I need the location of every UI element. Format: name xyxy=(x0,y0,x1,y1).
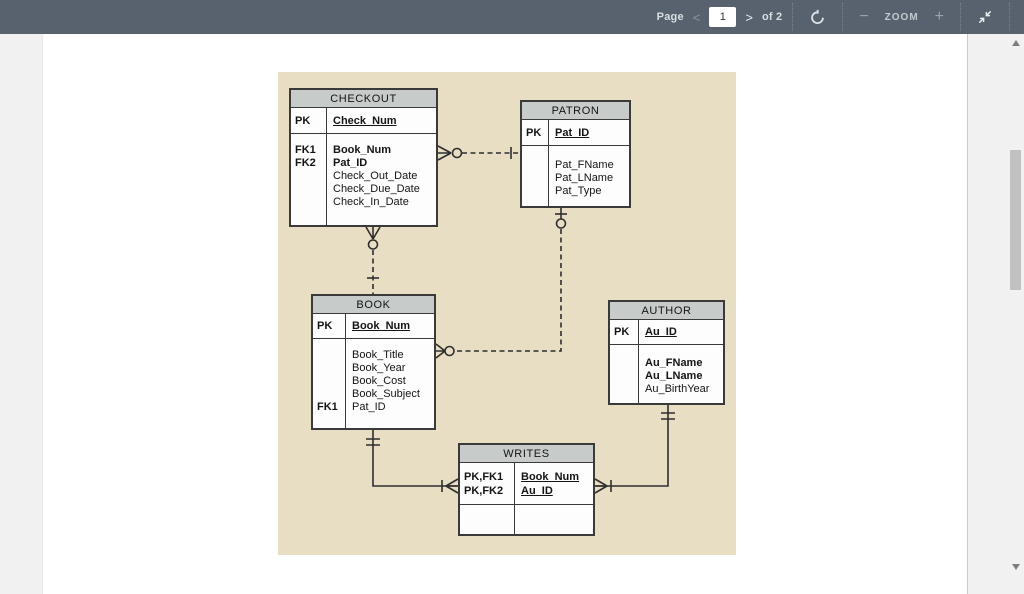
entity-author-pk-row: PK Au_ID xyxy=(610,320,723,345)
page-count-label: of 2 xyxy=(761,11,783,23)
pdf-toolbar: Page < > of 2 − ZOOM + xyxy=(0,0,1024,34)
entity-checkout-attributes: FK1 FK2 Book_Num Pat_ID Check_Out_Date C… xyxy=(291,134,436,225)
entity-book-title: BOOK xyxy=(313,296,434,314)
attribute: Pat_ID xyxy=(352,401,386,413)
entity-writes: WRITES PK,FK1 PK,FK2 Book_Num Au_ID xyxy=(458,443,595,536)
attribute: Au_FName xyxy=(645,357,703,369)
zoom-label: ZOOM xyxy=(884,11,919,23)
entity-author-title: AUTHOR xyxy=(610,302,723,320)
rotate-icon xyxy=(811,9,825,24)
entity-writes-title: WRITES xyxy=(460,445,593,463)
entity-book-attributes: FK1 Book_Title Book_Year Book_Cost Book_… xyxy=(313,339,434,428)
entity-checkout-pk-row: PK Check_Num xyxy=(291,108,436,134)
chevron-right-icon: > xyxy=(745,9,753,25)
entity-checkout-title: CHECKOUT xyxy=(291,90,436,108)
attribute: Pat_LName xyxy=(555,172,614,184)
page-number-input[interactable] xyxy=(709,7,737,27)
entity-author-attributes: Au_FName Au_LName Au_BirthYear xyxy=(610,345,723,403)
entity-patron: PATRON PK Pat_ID Pat_FName Pat_LName Pat… xyxy=(520,100,631,208)
entity-writes-empty-row xyxy=(460,505,593,534)
attribute: Au_BirthYear xyxy=(645,383,710,395)
attribute: Pat_ID xyxy=(333,157,368,169)
attribute: Book_Num xyxy=(333,144,392,156)
attribute: Check_In_Date xyxy=(333,196,409,208)
scroll-down-button[interactable] xyxy=(1012,564,1020,570)
attribute: Book_Subject xyxy=(352,388,420,400)
attribute: Au_LName xyxy=(645,370,703,382)
scroll-up-button[interactable] xyxy=(1012,40,1020,46)
attribute: Book_Title xyxy=(352,349,404,361)
attribute: Check_Out_Date xyxy=(333,170,418,182)
pk-fk-label: PK,FK2 xyxy=(464,485,504,497)
entity-writes-pk-rows: PK,FK1 PK,FK2 Book_Num Au_ID xyxy=(460,463,593,505)
page-next-button[interactable]: > xyxy=(736,10,762,25)
attribute: Book_Cost xyxy=(352,375,406,387)
pk-label: PK xyxy=(610,320,639,344)
scrollbar-thumb[interactable] xyxy=(1010,150,1021,290)
collapse-icon xyxy=(979,11,991,23)
minus-icon: − xyxy=(859,8,869,25)
page-prev-button[interactable]: < xyxy=(684,10,710,25)
attribute: Pat_Type xyxy=(555,185,602,197)
chevron-left-icon: < xyxy=(692,9,701,25)
er-diagram-panel: CHECKOUT PK Check_Num FK1 FK2 Book_Num P… xyxy=(278,72,736,555)
er-connectors xyxy=(365,145,675,494)
attribute: Check_Due_Date xyxy=(333,183,420,195)
entity-checkout: CHECKOUT PK Check_Num FK1 FK2 Book_Num P… xyxy=(289,88,438,227)
attribute: Pat_FName xyxy=(555,159,614,171)
entity-book-pk-row: PK Book_Num xyxy=(313,314,434,339)
collapse-button[interactable] xyxy=(971,9,999,25)
zoom-out-button[interactable]: − xyxy=(853,9,874,25)
pk-attribute: Pat_ID xyxy=(555,126,590,139)
fk-label: FK2 xyxy=(295,157,316,169)
pk-label: PK xyxy=(313,314,346,338)
entity-patron-attributes: Pat_FName Pat_LName Pat_Type xyxy=(522,146,629,206)
pk-attribute: Book_Num xyxy=(352,320,411,332)
document-page: CHECKOUT PK Check_Num FK1 FK2 Book_Num P… xyxy=(42,34,968,594)
entity-book: BOOK PK Book_Num FK1 Book_Title Book_Yea… xyxy=(311,294,436,430)
attribute: Book_Year xyxy=(352,362,406,374)
pk-attribute: Au_ID xyxy=(645,326,677,338)
page-label: Page xyxy=(656,11,684,23)
rotate-button[interactable] xyxy=(803,9,832,26)
toolbar-separator xyxy=(1009,3,1010,31)
pk-attribute: Au_ID xyxy=(521,485,553,497)
pk-label: PK xyxy=(291,108,327,133)
pk-fk-label: PK,FK1 xyxy=(464,471,504,483)
entity-patron-title: PATRON xyxy=(522,102,629,120)
entity-patron-pk-row: PK Pat_ID xyxy=(522,120,629,146)
pk-label: PK xyxy=(522,120,549,145)
zoom-in-button[interactable]: + xyxy=(929,9,950,25)
plus-icon: + xyxy=(934,8,944,25)
fk-label: FK1 xyxy=(317,401,338,413)
toolbar-separator xyxy=(960,3,961,31)
document-viewport: CHECKOUT PK Check_Num FK1 FK2 Book_Num P… xyxy=(0,34,1024,594)
toolbar-separator xyxy=(842,3,844,31)
pk-attribute: Check_Num xyxy=(333,114,397,127)
toolbar-separator xyxy=(792,3,794,31)
entity-author: AUTHOR PK Au_ID Au_FName Au_LName Au_Bir… xyxy=(608,300,725,405)
vertical-scrollbar xyxy=(1007,34,1024,576)
pk-attribute: Book_Num xyxy=(521,471,580,483)
fk-label: FK1 xyxy=(295,144,316,156)
